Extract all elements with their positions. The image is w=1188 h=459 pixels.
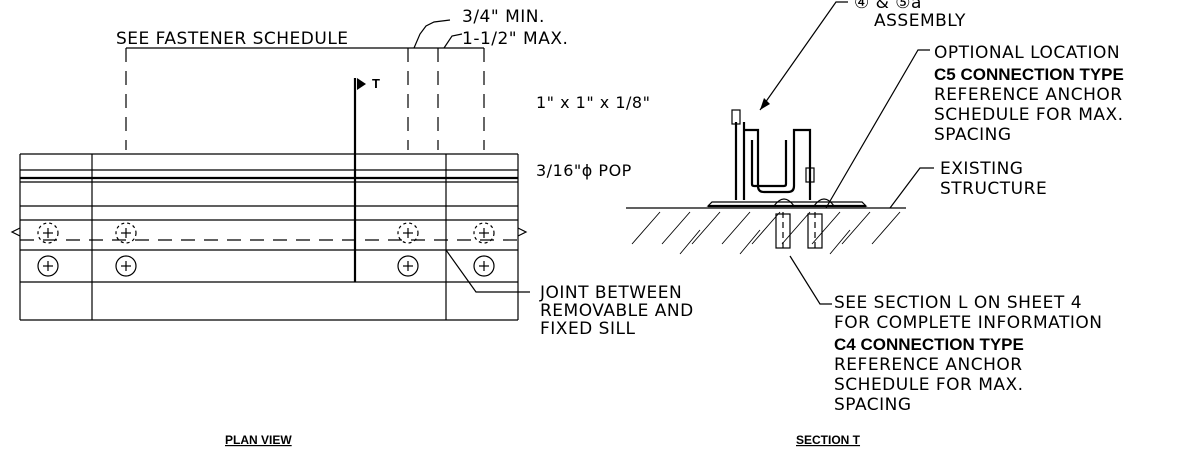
max-leader xyxy=(443,33,463,49)
break-mark xyxy=(517,227,528,237)
min-leader xyxy=(413,19,451,49)
assembly-top-label: ④ & ⑤a xyxy=(854,0,922,13)
fastener-icon xyxy=(37,255,59,277)
fastener-icon xyxy=(115,222,137,244)
joint-label-1: JOINT BETWEEN xyxy=(539,283,682,303)
c5-line-1: REFERENCE ANCHOR xyxy=(934,85,1123,105)
optional-location-label: OPTIONAL LOCATION xyxy=(934,43,1120,63)
c5-connection-type: C5 CONNECTION TYPE xyxy=(934,65,1124,84)
anchor-head xyxy=(773,198,795,207)
anchor-head xyxy=(813,198,835,207)
structure-hatch xyxy=(631,211,901,255)
existing-leader xyxy=(889,167,934,209)
plan-view: SEE FASTENER SCHEDULE 3/4" MIN. 1-1/2" M… xyxy=(10,7,694,447)
joint-leader xyxy=(445,249,530,293)
sill-profile xyxy=(734,122,812,200)
c4-line-1: REFERENCE ANCHOR xyxy=(834,355,1023,375)
joint-label-2: REMOVABLE AND xyxy=(540,301,694,321)
leader-arrow xyxy=(760,98,770,110)
assembly-label: ASSEMBLY xyxy=(874,11,966,31)
fastener-icon xyxy=(473,222,495,244)
fastener-icon xyxy=(397,222,419,244)
section-t: ④ & ⑤a ASSEMBLY OPTIONAL LOCATION C5 CON… xyxy=(626,0,1124,447)
optional-leader xyxy=(825,49,930,209)
section-t-title: SECTION T xyxy=(796,433,861,447)
weatherstrip xyxy=(805,167,815,183)
existing-label-2: STRUCTURE xyxy=(940,179,1047,199)
see-section-leader xyxy=(789,255,832,305)
max-label: 1-1/2" MAX. xyxy=(462,29,568,49)
c5-line-2: SCHEDULE FOR MAX. xyxy=(934,105,1124,125)
base-plate-outline xyxy=(706,201,868,207)
anchor-icon xyxy=(807,212,823,252)
pop-rivet-label: 3/16"ϕ POP xyxy=(536,161,632,180)
fastener-icon xyxy=(473,255,495,277)
fastener-icon xyxy=(397,255,419,277)
see-section-line-2: FOR COMPLETE INFORMATION xyxy=(834,313,1102,333)
section-arrow xyxy=(357,78,366,90)
c4-line-2: SCHEDULE FOR MAX. xyxy=(834,375,1024,395)
section-marker: T xyxy=(372,76,380,91)
c5-line-3: SPACING xyxy=(934,125,1012,145)
c4-connection-type: C4 CONNECTION TYPE xyxy=(834,335,1024,354)
assembly-leader xyxy=(759,1,848,111)
min-label: 3/4" MIN. xyxy=(462,7,545,27)
c4-line-3: SPACING xyxy=(834,395,912,415)
see-section-line-1: SEE SECTION L ON SHEET 4 xyxy=(834,293,1082,313)
plan-view-title: PLAN VIEW xyxy=(225,433,292,447)
fastener-icon xyxy=(115,255,137,277)
anchor-icon xyxy=(775,212,791,252)
break-mark xyxy=(10,227,21,237)
existing-label-1: EXISTING xyxy=(940,159,1023,179)
angle-label: 1" x 1" x 1/8" xyxy=(536,93,650,112)
weatherstrip xyxy=(731,109,741,125)
joint-label-3: FIXED SILL xyxy=(540,319,635,339)
fastener-icon xyxy=(37,222,59,244)
fastener-schedule-label: SEE FASTENER SCHEDULE xyxy=(116,29,349,49)
